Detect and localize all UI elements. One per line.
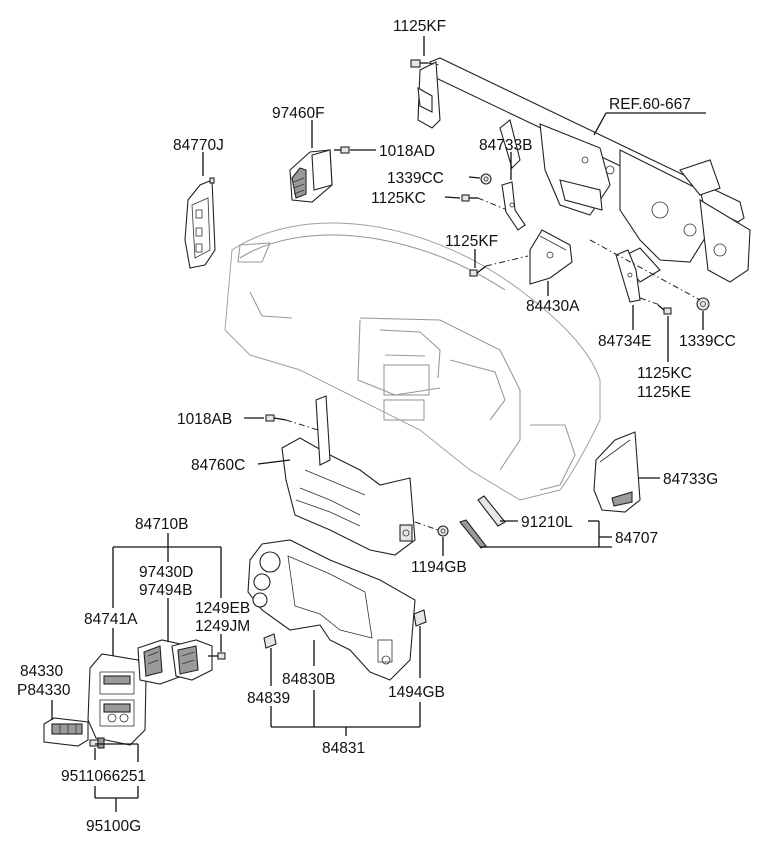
label-1125KF-mid: 1125KF — [445, 233, 498, 250]
label-84733G: 84733G — [663, 471, 718, 488]
screw-1249EB-part — [208, 652, 226, 660]
bolt-1125KF-top-part — [410, 59, 428, 68]
label-1125KE: 1125KE — [637, 384, 691, 401]
label-84707: 84707 — [615, 530, 658, 547]
cluster-bezel-84741A-part — [87, 653, 147, 746]
bolt-1125KF-mid-part — [469, 265, 487, 277]
side-cover-84770J-part — [184, 177, 216, 269]
leader-lines — [51, 36, 706, 812]
nut-1339CC-a-part — [480, 173, 492, 185]
label-97494B: 97494B — [139, 582, 192, 599]
nut-1339CC-b-part — [696, 297, 710, 311]
label-1125KC-a: 1125KC — [371, 190, 426, 207]
label-P84330: P84330 — [17, 682, 71, 699]
cluster-facia-84830B-part — [247, 539, 416, 681]
label-84741A: 84741A — [84, 611, 138, 628]
label-84430A: 84430A — [526, 298, 580, 315]
bolt-1125KC-b-part — [657, 304, 672, 315]
label-1339CC-a: 1339CC — [387, 170, 444, 187]
lower-panel-84760C-part — [281, 395, 416, 556]
label-1249EB: 1249EB — [195, 600, 250, 617]
bulb-9511066251-part — [89, 737, 105, 749]
clip-84839-part — [263, 633, 277, 649]
label-97460F: 97460F — [272, 105, 325, 122]
label-84770J: 84770J — [173, 137, 224, 154]
label-1018AB: 1018AB — [177, 411, 232, 428]
label-1249JM: 1249JM — [195, 618, 250, 635]
screw-1018AB-part — [265, 414, 287, 422]
label-84839: 84839 — [247, 690, 290, 707]
label-84830B: 84830B — [282, 671, 335, 688]
bracket-84733B-part — [501, 181, 526, 231]
label-84330: 84330 — [20, 663, 63, 680]
label-84734E: 84734E — [598, 333, 651, 350]
label-9511066251: 9511066251 — [61, 768, 146, 785]
clip-1494GB-part — [413, 609, 427, 627]
side-pad-84733G-part — [593, 431, 641, 513]
part-number-labels: 1125KF REF.60-667 97460F 1018AD 84770J 8… — [17, 18, 736, 835]
label-84710B: 84710B — [135, 516, 188, 533]
label-1125KF-top: 1125KF — [393, 18, 446, 35]
label-91210L: 91210L — [521, 514, 573, 531]
label-1018AD: 1018AD — [379, 143, 435, 160]
crash-pad-outline — [224, 222, 601, 501]
switch-84330-part — [43, 717, 89, 747]
label-1125KC-b: 1125KC — [637, 365, 692, 382]
cowl-cross-bar-assembly — [417, 57, 751, 283]
bracket-84734E-part — [615, 249, 641, 303]
label-1339CC-b: 1339CC — [679, 333, 736, 350]
side-air-vent-97460F-part — [289, 149, 333, 203]
label-84733B: 84733B — [479, 137, 532, 154]
reference-label: REF.60-667 — [609, 96, 691, 113]
label-97430D: 97430D — [139, 564, 193, 581]
strip-84707-part — [459, 519, 487, 549]
screw-1018AD-part — [334, 146, 350, 154]
label-1494GB: 1494GB — [388, 684, 445, 701]
clip-1194GB-part — [437, 525, 449, 537]
bracket-84430A-part — [529, 229, 573, 285]
label-84831: 84831 — [322, 740, 365, 757]
strip-91210L-part — [477, 495, 506, 527]
label-84760C: 84760C — [191, 457, 245, 474]
bolt-1125KC-a-part — [461, 194, 478, 202]
center-vents-97430D-part — [137, 639, 213, 685]
label-95100G: 95100G — [86, 818, 141, 835]
label-1194GB: 1194GB — [411, 559, 467, 576]
